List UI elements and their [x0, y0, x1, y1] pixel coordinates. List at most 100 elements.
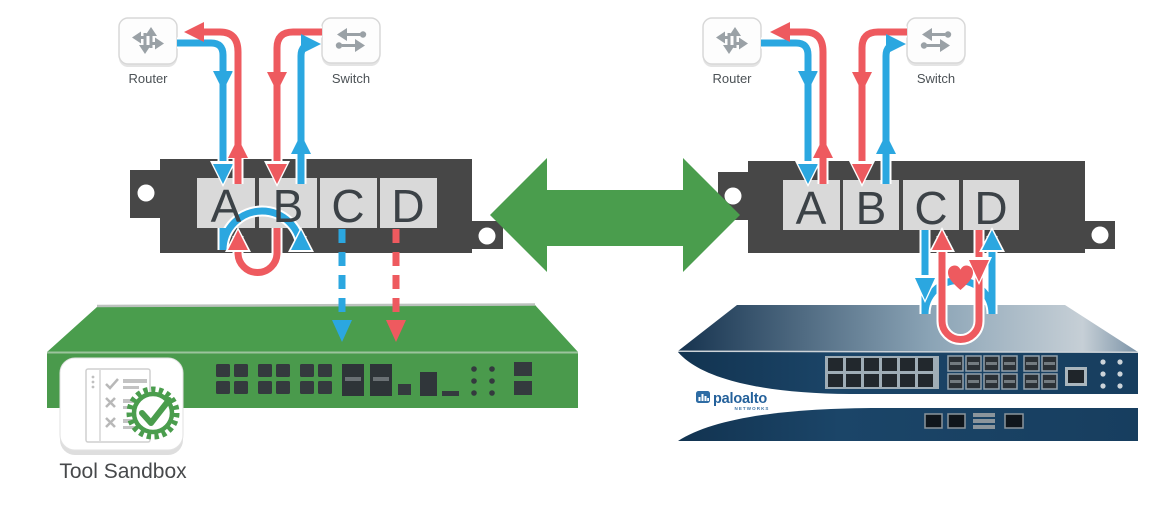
port-d — [380, 178, 437, 228]
router-icon — [716, 27, 748, 54]
port-label-a: A — [211, 180, 242, 232]
paloalto-logo: paloalto NETWORKS — [696, 391, 769, 411]
port-a — [783, 180, 840, 230]
port-label-c: C — [914, 182, 947, 234]
red-arrowhead-into-router — [184, 22, 204, 42]
right-top-flows — [761, 22, 907, 187]
left-switch-node: Switch — [321, 17, 381, 86]
router-label: Router — [712, 71, 752, 86]
right-router-node: Router — [702, 17, 762, 86]
tool-sandbox-icon — [59, 357, 184, 455]
port-b — [843, 180, 899, 230]
blue-arrowhead-into-sandbox — [332, 320, 352, 342]
right-port-labels: A B C D — [796, 182, 1008, 234]
red-arrowhead-down — [267, 72, 287, 92]
blue-arrowhead-into-a — [213, 164, 233, 184]
heartbeat-icon — [948, 265, 973, 290]
blue-arrowhead-into-a — [798, 164, 818, 184]
x-mark — [105, 417, 116, 428]
blue-arrowhead-down-into-firewall — [915, 278, 935, 300]
bidirectional-arrow — [490, 158, 740, 272]
blue-arrowhead-into-d-bottom — [982, 230, 1002, 250]
firewall-appliance: paloalto NETWORKS — [677, 305, 1139, 441]
port-c — [320, 178, 377, 228]
paloalto-brand-text: paloalto — [713, 391, 767, 407]
router-box — [118, 17, 178, 65]
check-mark — [139, 397, 172, 426]
blue-arrowhead-into-b-bottom — [291, 230, 311, 250]
red-arrowhead-into-c-bottom — [932, 230, 952, 250]
blue-arrowhead-into-switch — [886, 34, 906, 54]
sandbox-label: Tool Sandbox — [59, 460, 187, 483]
blue-arrowhead-into-switch — [301, 34, 321, 54]
switch-label: Switch — [917, 71, 955, 86]
port-label-c: C — [331, 180, 364, 232]
blue-flow-router-to-a — [761, 39, 812, 170]
red-arrowhead-into-b — [852, 164, 872, 184]
port-d — [963, 180, 1019, 230]
left-port-labels: A B C D — [211, 180, 425, 232]
mount-hole — [478, 227, 496, 245]
port-label-b: B — [273, 180, 304, 232]
appliance-top-face — [47, 305, 578, 352]
red-arrowhead-down — [852, 72, 872, 92]
red-arrowhead-into-router — [770, 22, 790, 42]
left-diagram: Router Switch — [47, 17, 578, 483]
red-arrowhead-into-a-bottom — [228, 230, 248, 250]
red-arrowhead-into-b — [267, 164, 287, 184]
casing — [177, 37, 229, 170]
router-label: Router — [128, 71, 168, 86]
switch-box — [906, 17, 966, 64]
blue-arrowhead-up — [291, 134, 311, 154]
router-box — [702, 17, 762, 65]
mount-hole — [1091, 226, 1109, 244]
paloalto-brand-subtext: NETWORKS — [734, 406, 769, 411]
red-loopback-b-to-a — [234, 228, 281, 276]
port-label-d: D — [974, 182, 1007, 234]
mount-hole — [724, 187, 742, 205]
approved-gear-check-icon — [126, 386, 180, 440]
left-top-flows — [177, 22, 322, 187]
x-mark — [105, 397, 116, 408]
blue-flow-router-to-a — [177, 39, 227, 170]
blue-arrowhead-up — [876, 134, 896, 154]
checklist-icon — [85, 368, 151, 443]
red-flow-switch-to-b — [858, 28, 907, 170]
red-arrowhead-up — [228, 138, 248, 158]
top-rim — [96, 303, 536, 308]
switch-icon — [920, 28, 952, 52]
port-label-b: B — [856, 182, 887, 234]
check-mark — [105, 378, 119, 390]
switch-icon — [335, 28, 367, 52]
port-label-d: D — [391, 180, 424, 232]
left-router-node: Router — [118, 17, 178, 86]
blue-arrowhead-down — [213, 71, 233, 91]
port-label-a: A — [796, 182, 827, 234]
firewall-ports — [825, 355, 1123, 429]
red-flow-switch-to-b — [273, 28, 322, 170]
router-icon — [132, 27, 164, 54]
red-arrowhead-down-into-firewall — [969, 260, 989, 282]
loopback-cables — [217, 205, 314, 278]
dashed-bypass-arrows — [332, 229, 406, 342]
firewall-top-face — [678, 305, 1138, 352]
red-flow-a-to-router — [788, 28, 827, 184]
port-c — [903, 180, 959, 230]
casing — [761, 37, 814, 170]
patch-panel-left — [130, 159, 503, 253]
switch-label: Switch — [332, 71, 370, 86]
mount-hole — [137, 184, 155, 202]
switch-box — [321, 17, 381, 64]
front-edge — [677, 350, 1139, 354]
inline-firewall-loop — [912, 227, 1005, 345]
red-arrowhead-into-sandbox — [386, 320, 406, 342]
red-flow-a-to-router — [202, 28, 242, 184]
red-loop-d-through-firewall-to-c — [938, 230, 983, 343]
red-arrowhead-up — [813, 138, 833, 158]
blue-arrowhead-down — [798, 71, 818, 91]
right-diagram: Router Switch — [677, 17, 1139, 441]
right-switch-node: Switch — [906, 17, 966, 86]
appliance-ports — [216, 362, 532, 396]
